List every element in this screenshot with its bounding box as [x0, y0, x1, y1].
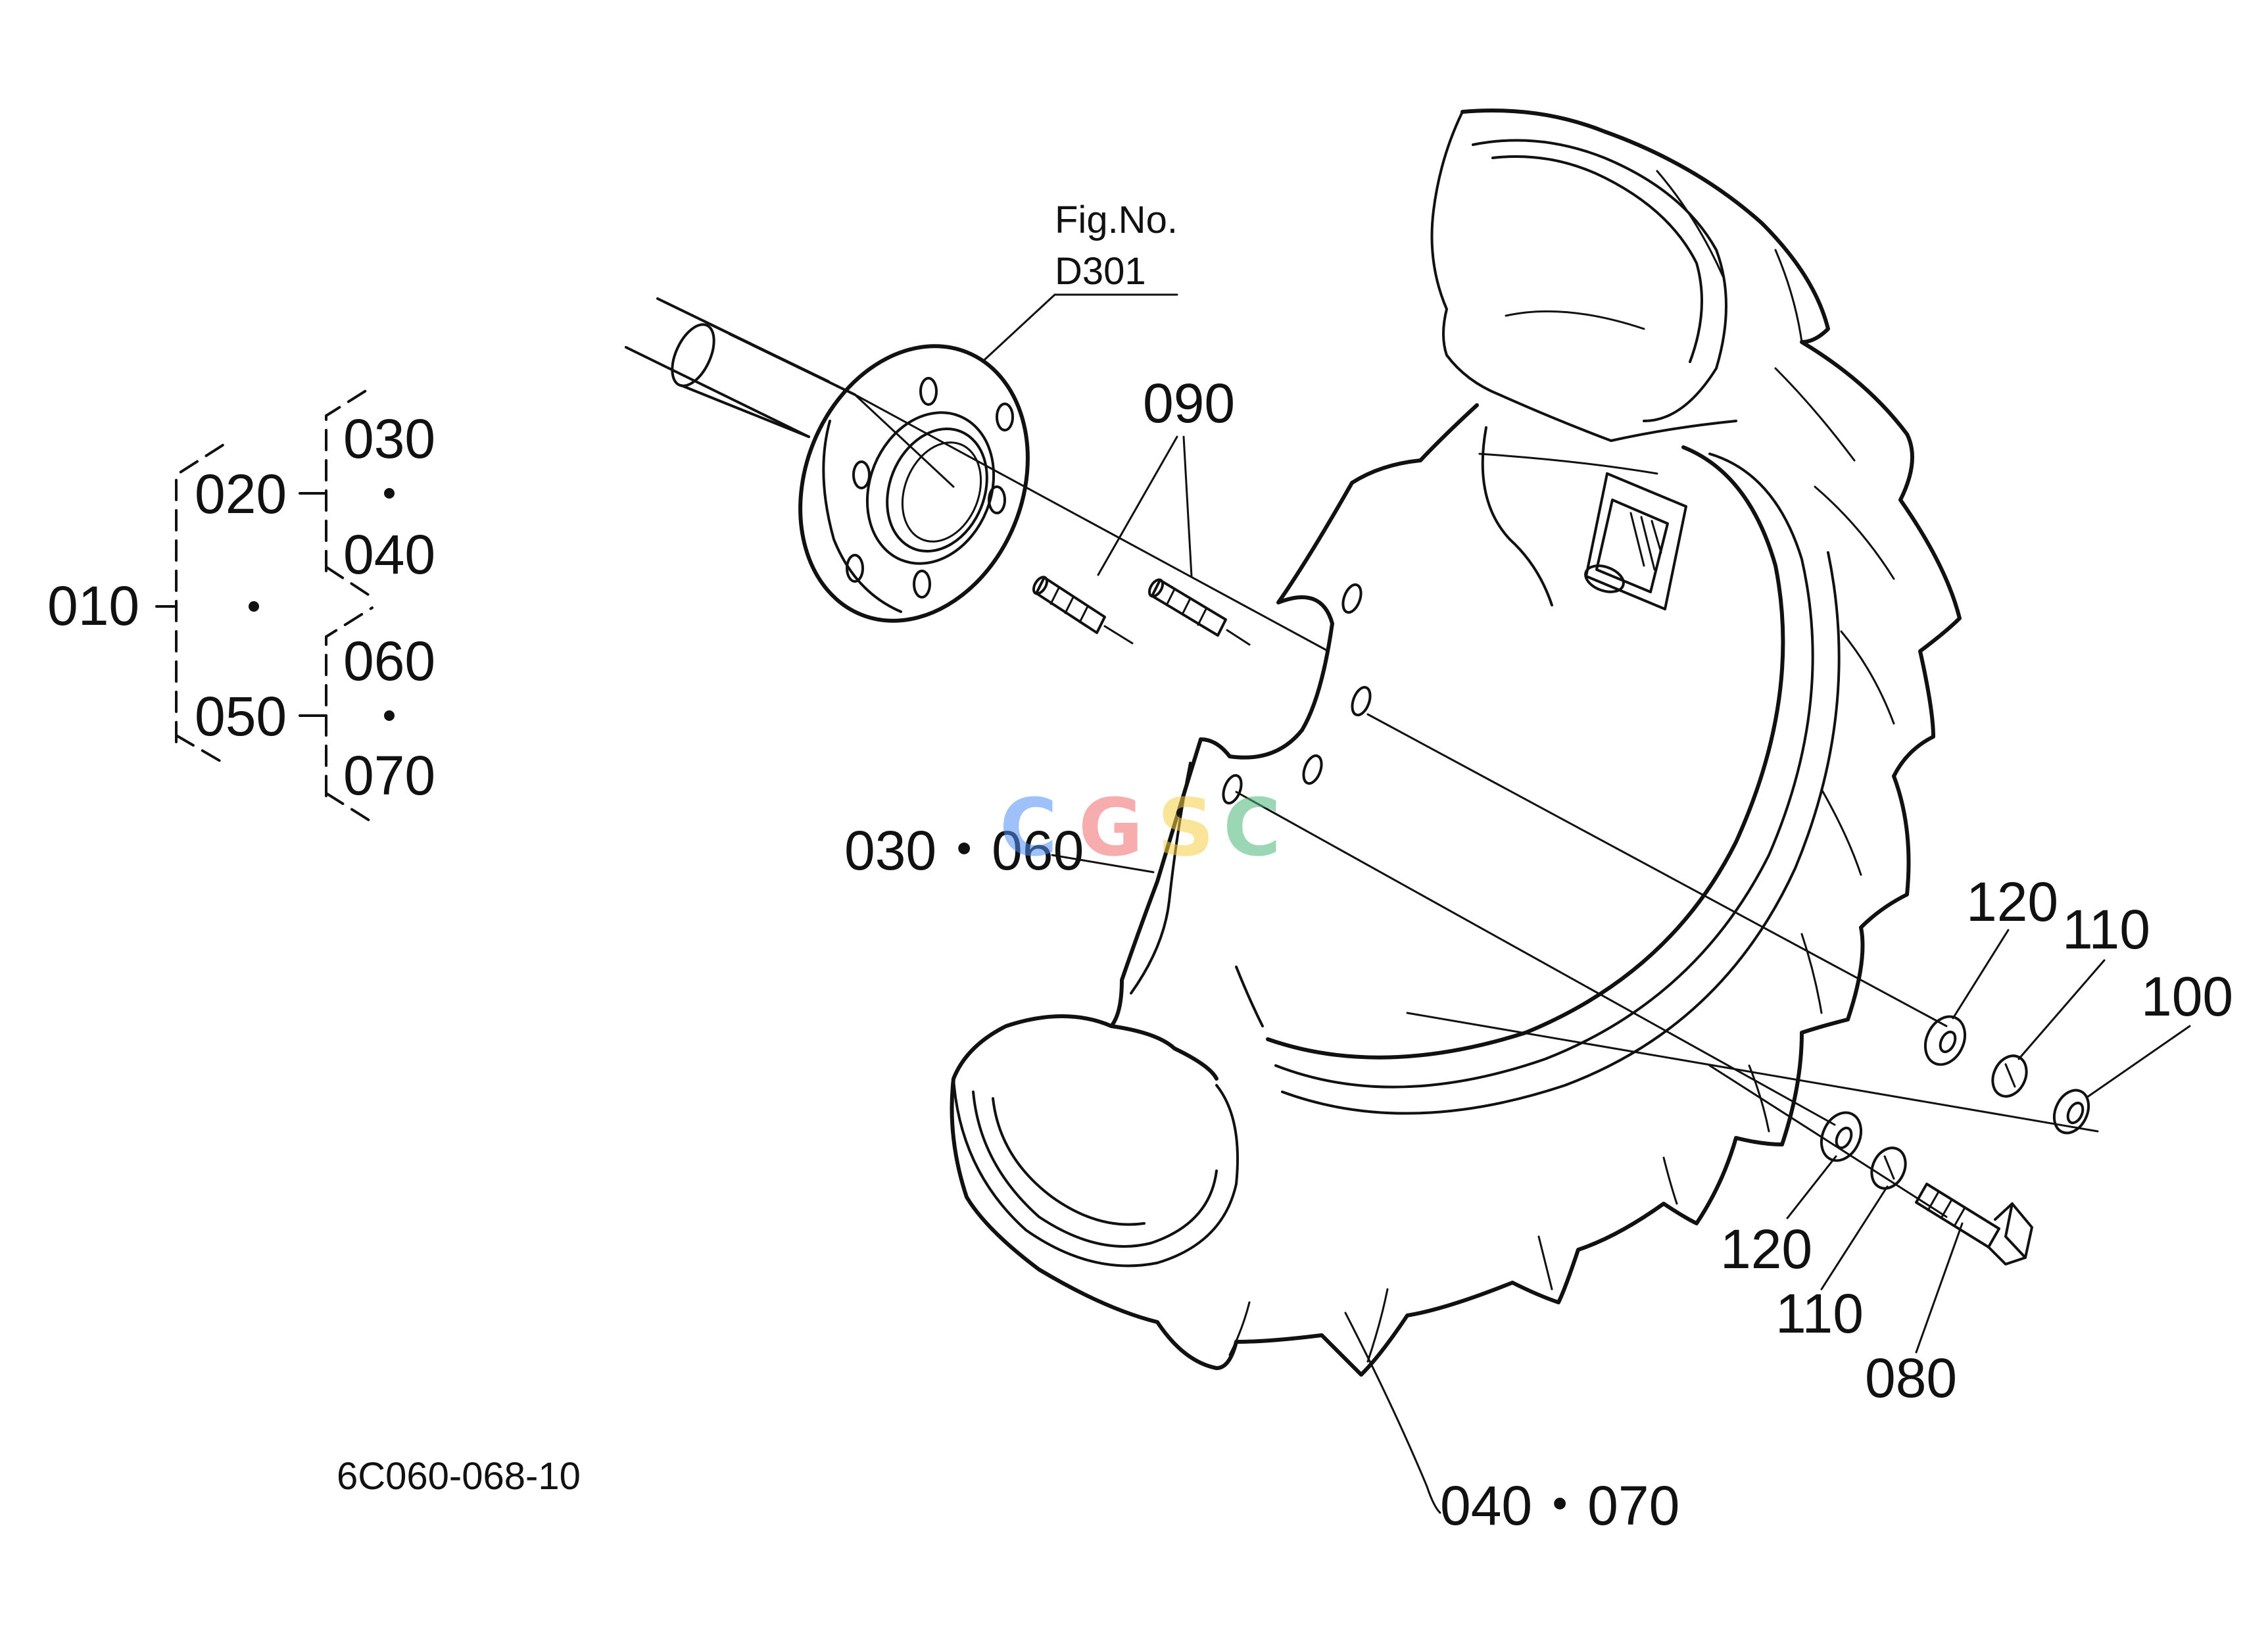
callout-080: 080	[1865, 1347, 1957, 1409]
callout-120-lower: 120	[1720, 1218, 1812, 1280]
drawing-code: 6C060-068-10	[337, 1455, 581, 1498]
axis-line-lower-ext	[1708, 1064, 1948, 1218]
callout-030-060: 030・060	[844, 820, 1084, 881]
callout-100: 100	[2141, 966, 2233, 1027]
tree-050: 050	[195, 685, 287, 747]
callout-110-upper: 110	[2062, 898, 2150, 960]
axis-line-upper	[1366, 713, 1948, 1027]
hardware-upper	[1923, 1015, 2090, 1135]
lock-washer-upper	[1991, 1054, 2028, 1098]
stud-left	[1032, 576, 1134, 645]
tree-070: 070	[343, 745, 435, 806]
lock-washer-lower	[1870, 1146, 1907, 1190]
figure-ref-number: D301	[1055, 250, 1146, 293]
tree-040: 040	[343, 524, 435, 585]
watermark-letter-c2: C	[1223, 783, 1281, 874]
callout-040-070: 040・070	[1440, 1475, 1679, 1536]
tree-060: 060	[343, 630, 435, 692]
tree-030: 030	[343, 408, 435, 470]
tree-dot	[249, 601, 259, 612]
wheel-rim	[1109, 403, 1841, 1115]
axis-line-upper-ext	[1406, 1012, 2099, 1133]
watermark-letter-c1: C	[1000, 783, 1057, 874]
hardware-lower	[1820, 1111, 2033, 1266]
figure-ref-label: Fig.No.	[1055, 199, 1178, 241]
watermark-logo: C G S C	[1000, 783, 1281, 874]
tree-root-010: 010	[47, 575, 139, 637]
flat-washer-lower	[1820, 1111, 1863, 1162]
hex-bolt	[1915, 1183, 2033, 1266]
part-tree: 010 020 050 030 040 060 070	[47, 385, 435, 823]
axis-line-lower	[1235, 791, 1836, 1126]
tractor-tire	[950, 109, 1962, 1377]
hub-flange	[798, 344, 1030, 623]
callout-120-upper: 120	[1966, 871, 2058, 933]
tire-valve	[1584, 472, 1687, 610]
tree-020: 020	[195, 463, 287, 525]
flat-washer-upper	[1923, 1015, 1967, 1066]
stud-right	[1147, 578, 1251, 646]
callout-090: 090	[1143, 372, 1235, 434]
axle-shaft	[625, 297, 1330, 652]
watermark-letter-g: G	[1078, 783, 1144, 874]
stud-bolts	[1032, 576, 1251, 646]
watermark-letter-s: S	[1157, 783, 1214, 874]
hex-nut	[2052, 1089, 2090, 1135]
callout-110-lower: 110	[1775, 1283, 1864, 1344]
